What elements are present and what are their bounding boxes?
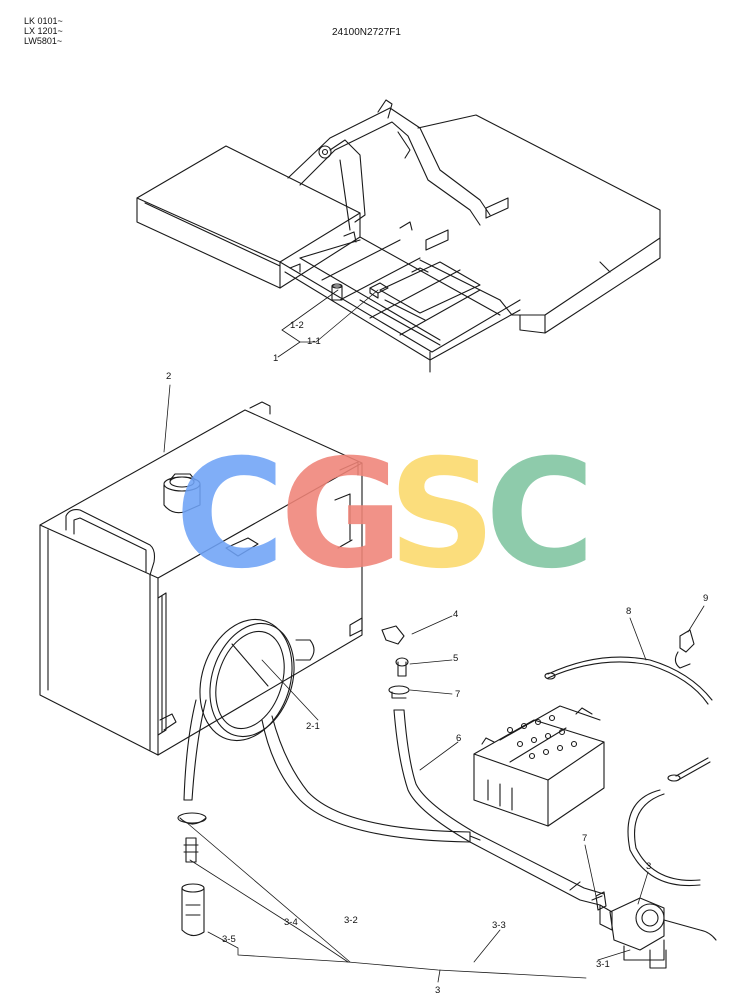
pump xyxy=(591,891,717,969)
strainer-assembly xyxy=(177,812,207,937)
callout-4: 4 xyxy=(453,609,458,620)
coiled-hose xyxy=(183,618,471,843)
callout-3-3: 3-3 xyxy=(492,920,506,931)
watermark-letter-c1: C xyxy=(175,428,286,602)
return-line xyxy=(381,625,605,906)
callout-3-4: 3-4 xyxy=(284,917,298,928)
callout-3: 3 xyxy=(435,985,440,996)
frame-assembly xyxy=(136,99,661,373)
callout-1-1: 1-1 xyxy=(307,336,321,347)
callout-3-2: 3-2 xyxy=(344,915,358,926)
serial-range-2: LX 1201~ xyxy=(24,26,63,36)
callout-9: 9 xyxy=(703,593,708,604)
battery xyxy=(473,705,605,827)
callout-6: 6 xyxy=(456,733,461,744)
cable xyxy=(544,629,713,887)
drawing-number: 24100N2727F1 xyxy=(332,27,401,38)
watermark-letter-g: G xyxy=(280,428,404,602)
callout-3-1: 3-1 xyxy=(596,959,610,970)
serial-range-1: LK 0101~ xyxy=(24,16,63,26)
fuel-tank xyxy=(39,401,363,756)
watermark-letter-s: S xyxy=(388,428,497,602)
serial-range-3: LW5801~ xyxy=(24,36,63,46)
callout-3-5: 3-5 xyxy=(222,934,236,945)
leader-lines xyxy=(163,289,705,983)
callout-7-lower: 7 xyxy=(582,833,587,844)
callout-1: 1 xyxy=(273,353,278,364)
callout-2: 2 xyxy=(166,371,171,382)
callout-2-1: 2-1 xyxy=(306,721,320,732)
watermark-letter-c2: C xyxy=(485,428,596,602)
callout-1-2: 1-2 xyxy=(290,320,304,331)
callouts: 1 1-1 1-2 2 2-1 4 5 7 6 8 9 7 3 3-1 3-2 … xyxy=(166,320,708,996)
callout-7-upper: 7 xyxy=(455,689,460,700)
callout-3-upper: 3 xyxy=(646,861,651,872)
callout-5: 5 xyxy=(453,653,458,664)
callout-8: 8 xyxy=(626,606,631,617)
